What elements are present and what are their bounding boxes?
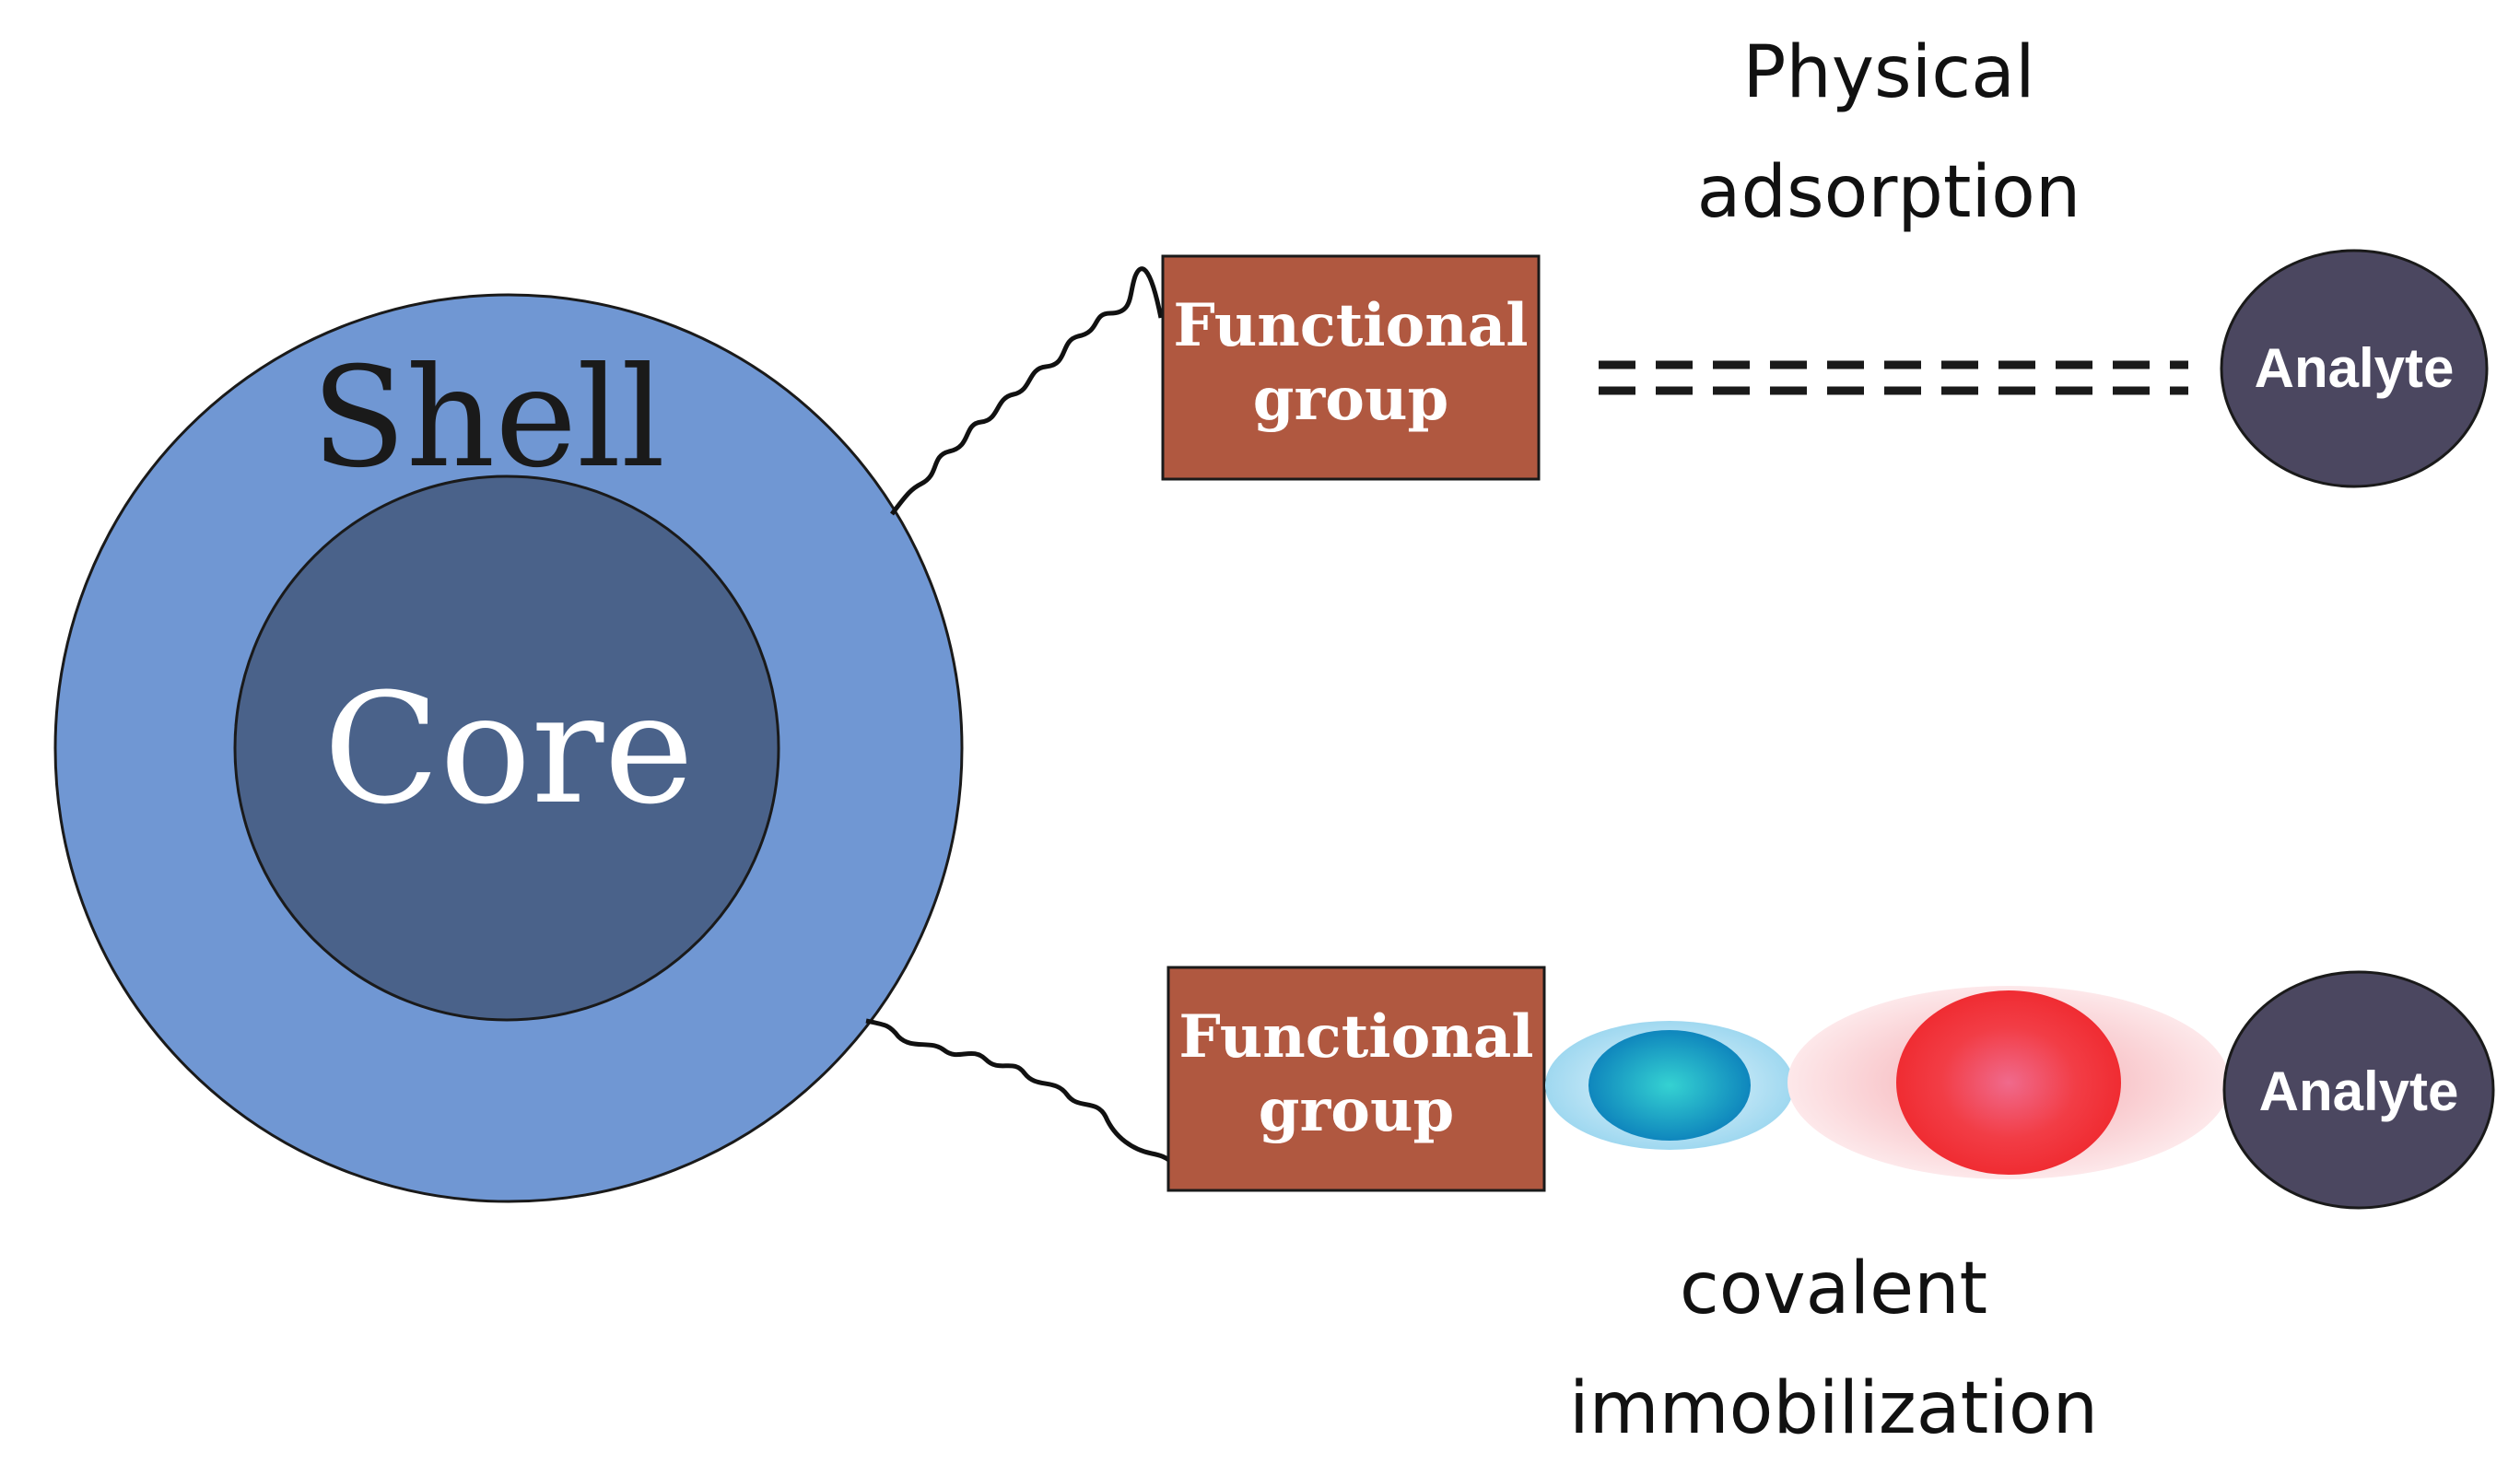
functional-group-top: Functional group [1161,254,1541,481]
analyte-top: Analyte [2220,249,2489,488]
adsorption-dashes [1599,360,2188,395]
covalent-immobilization-line1: covalent [1680,1248,1987,1330]
core-circle [233,474,780,1022]
functional-group-top-line2: group [1253,365,1448,434]
functional-group-bottom-line1: Functional [1178,1002,1533,1072]
covalent-immobilization-line2: immobilization [1569,1367,2098,1450]
functional-group-top-line1: Functional [1173,291,1528,360]
shell-label: Shell [311,338,665,498]
analyte-bottom: Analyte [2222,970,2495,1210]
core-shell-particle: Shell Core [53,293,964,1203]
functional-group-bottom-line2: group [1259,1076,1454,1145]
covalent-linker-red [1787,986,2230,1179]
linker-bottom [865,1018,1172,1163]
covalent-linker-blue [1545,1021,1794,1150]
core-label: Core [323,661,694,838]
analyte-top-label: Analyte [2255,337,2455,399]
physical-adsorption-line2: adsorption [1697,151,2081,234]
functional-group-bottom: Functional group [1166,966,1546,1192]
analyte-bottom-label: Analyte [2259,1060,2459,1122]
physical-adsorption-line1: Physical [1742,31,2034,114]
linker-top [889,266,1164,516]
